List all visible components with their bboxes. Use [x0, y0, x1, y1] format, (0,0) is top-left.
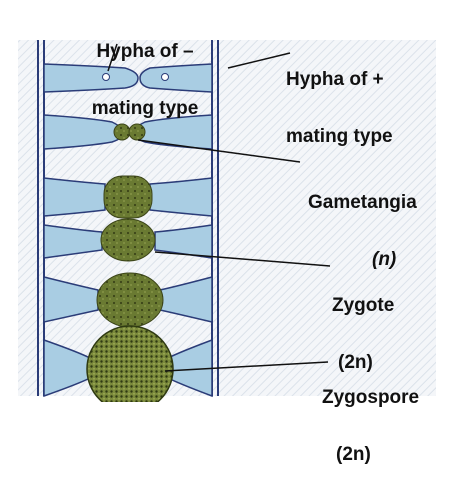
stage-3-fusion	[44, 176, 212, 218]
zygote-label-name: Zygote	[332, 296, 394, 315]
zygospore-label-name: Zygospore	[322, 388, 419, 407]
zygospore-formation-diagram: Hypha of – mating type Hypha of + mating…	[0, 0, 459, 402]
zygospore-label: Zygospore (2n)	[322, 350, 419, 502]
zygospore-label-ploidy: (2n)	[322, 445, 419, 464]
minus-hypha-label-line2: mating type	[60, 99, 230, 118]
plus-hypha-label-line2: mating type	[286, 127, 393, 146]
plus-hypha-label-line1: Hypha of +	[286, 70, 393, 89]
minus-hypha-label: Hypha of – mating type	[60, 4, 230, 156]
gametangia-label-name: Gametangia	[308, 193, 417, 212]
minus-hypha-label-line1: Hypha of –	[60, 42, 230, 61]
